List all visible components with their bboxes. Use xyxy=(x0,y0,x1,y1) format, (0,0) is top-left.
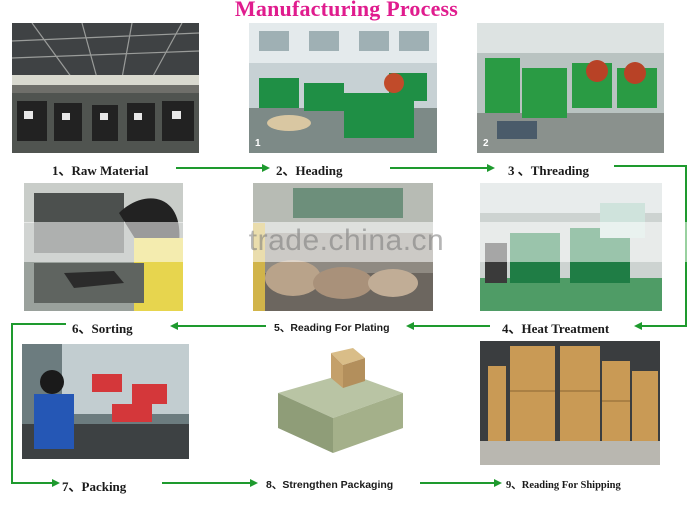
photo-number: 2 xyxy=(483,138,489,149)
step-label-reading-for-shipping: 9、Reading For Shipping xyxy=(506,480,621,491)
page-title: Manufacturing Process xyxy=(234,0,459,21)
step-label-raw-material: 1、Raw Material xyxy=(52,163,149,178)
photo-packing xyxy=(22,344,189,459)
step-label-reading-for-plating: 5、Reading For Plating xyxy=(274,322,390,334)
watermark-text: trade.china.cn xyxy=(248,224,445,257)
photo-heading: 1 xyxy=(249,23,437,153)
step-label-packing: 7、Packing xyxy=(62,479,127,494)
step-label-sorting: 6、Sorting xyxy=(72,321,133,336)
step-label-heading: 2、Heading xyxy=(276,163,343,178)
photo-raw-material xyxy=(12,23,199,153)
photo-number: 1 xyxy=(255,138,261,149)
photo-threading: 2 xyxy=(477,23,664,153)
photo-strengthen-packaging xyxy=(253,343,420,461)
watermark-band xyxy=(0,222,693,262)
photo-reading-for-shipping xyxy=(480,341,660,465)
arrow-6-to-7 xyxy=(11,323,66,487)
step-label-strengthen-packaging: 8、Strengthen Packaging xyxy=(266,479,394,491)
step-label-threading: 3 、Threading xyxy=(508,163,590,178)
step-label-heat-treatment: 4、Heat Treatment xyxy=(502,321,610,336)
